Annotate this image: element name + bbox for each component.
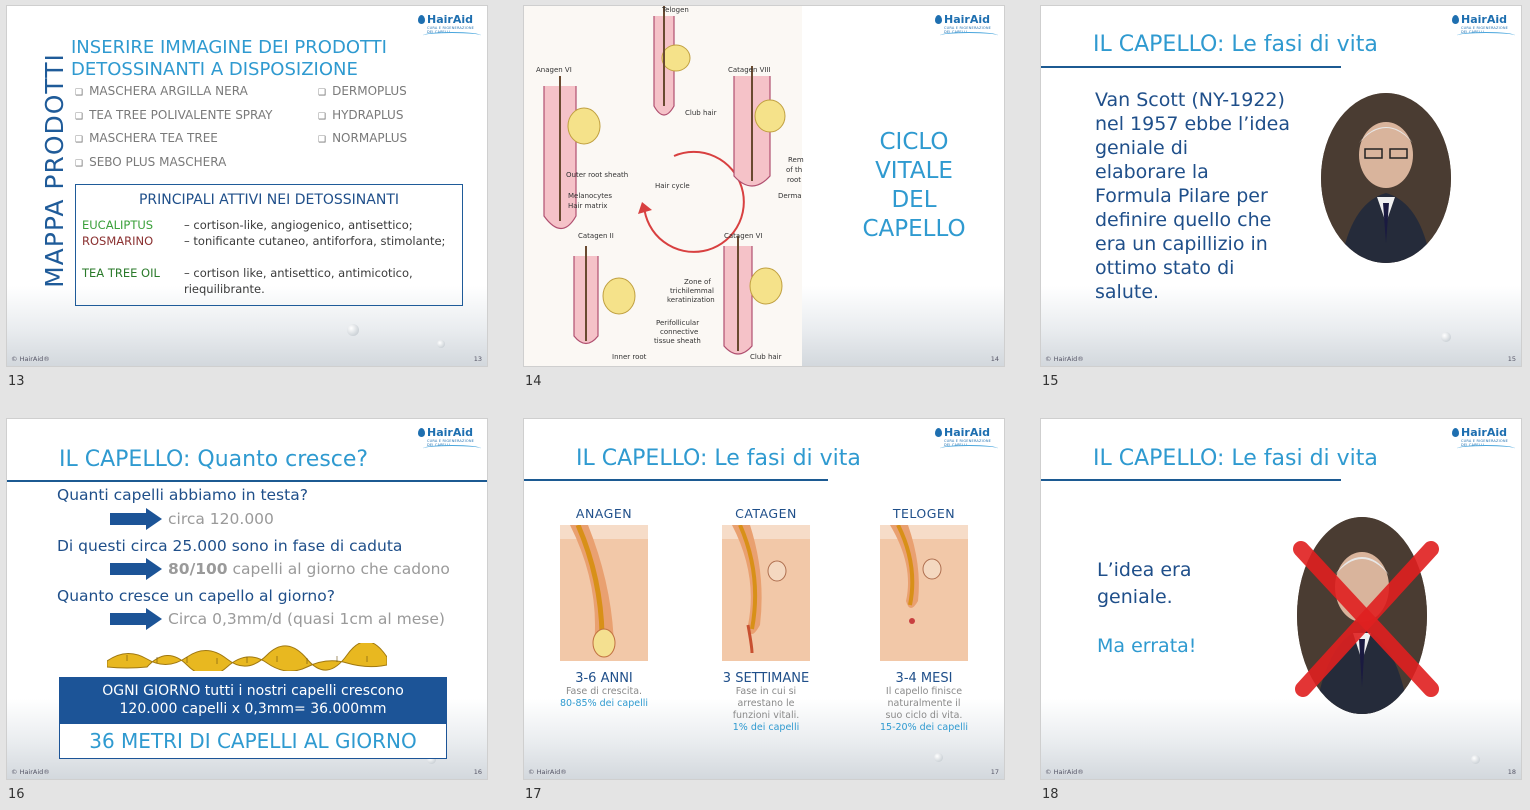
slide-number-label: 14 <box>525 374 542 389</box>
hairaid-logo: HairAid CURA E RIGENERAZIONE DEI CAPELLI <box>1451 423 1515 453</box>
slide-14-thumbnail[interactable]: HairAid CURA E RIGENERAZIONE DEI CAPELLI <box>524 6 1004 366</box>
anagen-follicle-image <box>560 524 648 661</box>
phase-catagen: CATAGEN 3 SETTIMANE Fase in cui si arres… <box>722 506 810 733</box>
portrait-photo <box>1321 93 1451 263</box>
drop-icon <box>935 428 942 437</box>
arrow-right-icon <box>110 508 162 530</box>
drop-icon <box>1452 428 1459 437</box>
question-text: Quanto cresce un capello al giorno? <box>57 587 335 605</box>
active-row: ROSMARINO– tonificante cutaneo, antiforf… <box>82 234 446 248</box>
slide-title: IL CAPELLO: Quanto cresce? <box>59 447 369 472</box>
slide-footer-background <box>1041 699 1521 779</box>
slide-number-label: 17 <box>525 787 542 802</box>
slide-paragraph: Van Scott (NY-1922) nel 1957 ebbe l’idea… <box>1095 89 1290 303</box>
phase-telogen: TELOGEN 3-4 MESI Il capello finisce natu… <box>879 506 969 733</box>
actives-box: PRINCIPALI ATTIVI NEI DETOSSINANTI EUCAL… <box>75 184 463 306</box>
summary-bar: OGNI GIORNO tutti i nostri capelli cresc… <box>59 677 447 723</box>
answer-text: Circa 0,3mm/d (quasi 1cm al mese) <box>168 610 445 628</box>
slide-title: IL CAPELLO: Le fasi di vita <box>1093 446 1378 471</box>
hairaid-logo: HairAid CURA E RIGENERAZIONE DEI CAPELLI <box>934 423 998 453</box>
red-cross-icon <box>1293 541 1439 697</box>
catagen-follicle-image <box>722 524 810 661</box>
slide-number-label: 15 <box>1042 374 1059 389</box>
title-underline <box>524 479 828 481</box>
title-underline <box>1041 479 1341 481</box>
product-list-left: MASCHERA ARGILLA NERA TEA TREE POLIVALEN… <box>75 81 273 175</box>
decorative-bubble <box>934 753 943 762</box>
measuring-tape-image <box>107 643 387 671</box>
conclusion-text: Ma errata! <box>1097 635 1197 657</box>
hairaid-logo: HairAid CURA E RIGENERAZIONE DEI CAPELLI <box>934 10 998 40</box>
highlight-box: 36 METRI DI CAPELLI AL GIORNO <box>59 723 447 759</box>
hairaid-logo: HairAid CURA E RIGENERAZIONE DEI CAPELLI <box>417 423 481 453</box>
active-row: TEA TREE OIL– cortison like, antisettico… <box>82 266 413 296</box>
drop-icon <box>1452 15 1459 24</box>
telogen-follicle-image <box>880 524 968 661</box>
slide-15-thumbnail[interactable]: HairAid CURA E RIGENERAZIONE DEI CAPELLI… <box>1041 6 1521 366</box>
hair-cycle-diagram: Telogen Anagen VI Catagen VIII Club hair… <box>524 6 804 366</box>
drop-icon <box>418 428 425 437</box>
slide-footer-background <box>524 699 1004 779</box>
phase-anagen: ANAGEN 3-6 ANNI Fase di crescita. 80-85%… <box>559 506 649 709</box>
product-list-right: DERMOPLUS HYDRAPLUS NORMAPLUS <box>318 81 407 152</box>
slide-number-label: 16 <box>8 787 25 802</box>
portrait-illustration <box>1321 93 1451 263</box>
answer-text: circa 120.000 <box>168 510 274 528</box>
slide-number-label: 13 <box>8 374 25 389</box>
slide-footer-background <box>1041 286 1521 366</box>
slide-number-label: 18 <box>1042 787 1059 802</box>
active-row: EUCALIPTUS– cortison-like, angiogenico, … <box>82 218 413 232</box>
decorative-bubble <box>1471 755 1480 764</box>
title-underline <box>7 480 487 482</box>
slide-title: CICLO VITALE DEL CAPELLO <box>862 129 966 242</box>
slide-17-thumbnail[interactable]: HairAid CURA E RIGENERAZIONE DEI CAPELLI… <box>524 419 1004 779</box>
decorative-bubble <box>437 340 445 348</box>
title-underline <box>1041 66 1341 68</box>
arrow-right-icon <box>110 608 162 630</box>
decorative-bubble <box>427 755 436 764</box>
drop-icon <box>418 15 425 24</box>
answer-text: 80/100 capelli al giorno che cadono <box>168 560 450 578</box>
active-name: EUCALIPTUS <box>82 218 154 232</box>
slide-18-thumbnail[interactable]: HairAid CURA E RIGENERAZIONE DEI CAPELLI… <box>1041 419 1521 779</box>
decorative-bubble <box>1441 332 1451 342</box>
slide-title: IL CAPELLO: Le fasi di vita <box>1093 32 1378 57</box>
drop-icon <box>935 15 942 24</box>
slide-16-thumbnail[interactable]: HairAid CURA E RIGENERAZIONE DEI CAPELLI… <box>7 419 487 779</box>
slide-title: IL CAPELLO: Le fasi di vita <box>576 446 861 471</box>
hairaid-logo: HairAid CURA E RIGENERAZIONE DEI CAPELLI <box>417 10 481 40</box>
slide-13-thumbnail[interactable]: HairAid CURA E RIGENERAZIONE DEI CAPELLI… <box>7 6 487 366</box>
hairaid-logo: HairAid CURA E RIGENERAZIONE DEI CAPELLI <box>1451 10 1515 40</box>
slide-heading: INSERIRE IMMAGINE DEI PRODOTTI DETOSSINA… <box>71 37 387 80</box>
decorative-bubble <box>347 324 359 336</box>
vertical-title: MAPPA PRODOTTI <box>39 53 69 288</box>
slide-footer-background <box>7 286 487 366</box>
hair-cycle-illustration <box>543 6 786 355</box>
question-text: Di questi circa 25.000 sono in fase di c… <box>57 537 403 555</box>
arrow-right-icon <box>110 558 162 580</box>
question-text: Quanti capelli abbiamo in testa? <box>57 486 308 504</box>
active-name: TEA TREE OIL <box>82 266 160 280</box>
active-name: ROSMARINO <box>82 234 154 248</box>
statement-text: L’idea era geniale. <box>1097 559 1192 608</box>
